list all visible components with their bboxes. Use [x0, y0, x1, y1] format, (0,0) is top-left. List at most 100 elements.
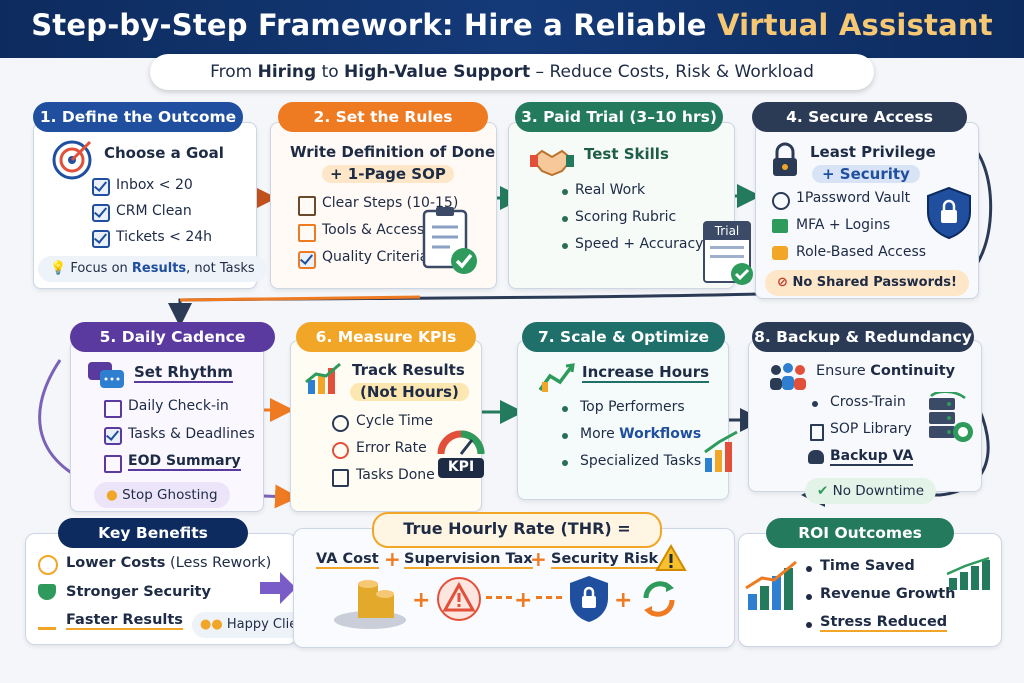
- plus-sign: +: [412, 588, 431, 613]
- page-title: Step-by-Step Framework: Hire a Reliable …: [31, 8, 993, 42]
- trial-badge: Trial: [705, 223, 749, 240]
- step-8-item: Cross-Train: [830, 394, 906, 410]
- thr-term: VA Cost: [316, 551, 379, 569]
- document-icon: [810, 424, 824, 441]
- dash-line: [536, 596, 562, 599]
- step-2-subhead: + 1-Page SOP: [322, 165, 454, 183]
- step-4-item: MFA + Logins: [796, 217, 891, 233]
- check-icon: [92, 178, 110, 196]
- header-banner: [0, 0, 1024, 58]
- step-3-item: Scoring Rubric: [575, 209, 677, 225]
- check-icon: [92, 204, 110, 222]
- server-icon: [929, 392, 973, 442]
- step-1-foot: 💡 Focus on Results, not Tasks: [38, 256, 267, 282]
- step-7-item: More Workflows: [580, 426, 702, 442]
- bullet-icon: [562, 460, 568, 466]
- step-6-item: Error Rate: [356, 440, 427, 456]
- step-7-item: Top Performers: [580, 399, 685, 415]
- growth-icon: [538, 363, 575, 392]
- lightning-icon: [38, 613, 56, 630]
- chat-bubble-icon: ●: [106, 487, 118, 503]
- chart-icon: [305, 362, 341, 394]
- arrow-icon: [260, 572, 296, 604]
- growth-chart-icon: [745, 560, 797, 610]
- bullet-icon: [806, 622, 812, 628]
- target-icon: [52, 140, 92, 180]
- roi-card: [738, 533, 1002, 647]
- bar-chart-icon: [946, 556, 990, 590]
- step-8-head: Ensure Continuity: [816, 363, 956, 379]
- warning-icon: [655, 544, 687, 571]
- step-8-tag: 8. Backup & Redundancy: [752, 322, 974, 352]
- step-8-item: SOP Library: [830, 421, 912, 437]
- step-4-item: Role-Based Access: [796, 244, 927, 260]
- step-1-tag: 1. Define the Outcome: [33, 102, 243, 132]
- arrow-4-5-accent: [179, 295, 421, 302]
- step-1-item: CRM Clean: [116, 203, 192, 219]
- step-2-head: Write Definition of Done: [290, 143, 496, 161]
- roi-item: Stress Reduced: [820, 614, 948, 632]
- handshake-icon: [530, 149, 574, 177]
- benefit-item: Lower Costs (Less Rework): [66, 555, 272, 571]
- clock-icon: [332, 415, 349, 432]
- bullet-icon: [812, 401, 818, 407]
- roi-item: Time Saved: [820, 558, 915, 574]
- step-5-head: Set Rhythm: [134, 363, 233, 383]
- step-4-head: Least Privilege: [810, 143, 936, 161]
- badge-icon: [772, 246, 788, 260]
- error-icon: [332, 442, 349, 459]
- document-icon: [104, 455, 122, 473]
- thr-title: True Hourly Rate (THR) =: [372, 512, 662, 548]
- step-5-item: Daily Check-in: [128, 398, 229, 414]
- thr-term: Security Risk: [551, 551, 659, 569]
- step-1-head: Choose a Goal: [104, 144, 224, 162]
- step-5-foot: ● Stop Ghosting: [94, 482, 230, 508]
- lock-icon: [773, 142, 797, 176]
- bullet-icon: [806, 566, 812, 572]
- step-3-tag: 3. Paid Trial (3–10 hrs): [515, 102, 723, 132]
- step-5-tag: 5. Daily Cadence: [70, 322, 275, 352]
- step-2-item: Quality Criteria: [322, 249, 429, 265]
- step-3-item: Real Work: [575, 182, 646, 198]
- step-6-card: [290, 340, 482, 512]
- step-4-item: 1Password Vault: [796, 190, 911, 206]
- plus-sign: +: [514, 588, 533, 613]
- step-3-head: Test Skills: [584, 145, 669, 163]
- team-icon: [770, 363, 806, 390]
- shield-lock-icon: [570, 576, 608, 622]
- step-6-item: Cycle Time: [356, 413, 433, 429]
- key-icon: [772, 192, 790, 210]
- benefits-title: Key Benefits: [58, 518, 248, 548]
- no-icon: ⊘: [777, 275, 788, 290]
- step-5-item: EOD Summary: [128, 453, 241, 471]
- bullet-icon: [562, 243, 568, 249]
- step-1-item: Tickets < 24h: [116, 229, 213, 245]
- step-2-tag: 2. Set the Rules: [278, 102, 488, 132]
- step-7-tag: 7. Scale & Optimize: [522, 322, 725, 352]
- step-2-item: Tools & Access: [322, 222, 425, 238]
- step-5-item: Tasks & Deadlines: [128, 426, 255, 442]
- people-icon: ●●: [200, 617, 223, 632]
- step-4-tag: 4. Secure Access: [752, 102, 967, 132]
- step-8-foot: ✔ No Downtime: [805, 478, 937, 504]
- check-icon: [731, 263, 753, 285]
- thr-term: Supervision Tax: [404, 551, 533, 569]
- lightbulb-icon: 💡: [50, 261, 67, 276]
- check-icon: [104, 427, 122, 445]
- benefit-item: Stronger Security: [66, 584, 211, 600]
- step-6-tag: 6. Measure KPIs: [296, 322, 476, 352]
- plus-sign: +: [384, 547, 401, 571]
- check-badge-icon: [38, 555, 58, 575]
- recycle-icon: [643, 581, 675, 617]
- user-icon: [808, 450, 824, 464]
- step-1-item: Inbox < 20: [116, 177, 193, 193]
- gauge-label: KPI: [447, 459, 475, 475]
- step-6-item: Tasks Done: [356, 467, 435, 483]
- chat-icon: [88, 362, 124, 388]
- calendar-icon: [104, 400, 122, 418]
- bar-growth-icon: [704, 430, 738, 472]
- step-6-head: Track Results: [352, 361, 465, 379]
- step-8-item: Backup VA: [830, 448, 914, 466]
- step-7-card: [517, 340, 729, 500]
- step-7-head: Increase Hours: [582, 363, 710, 383]
